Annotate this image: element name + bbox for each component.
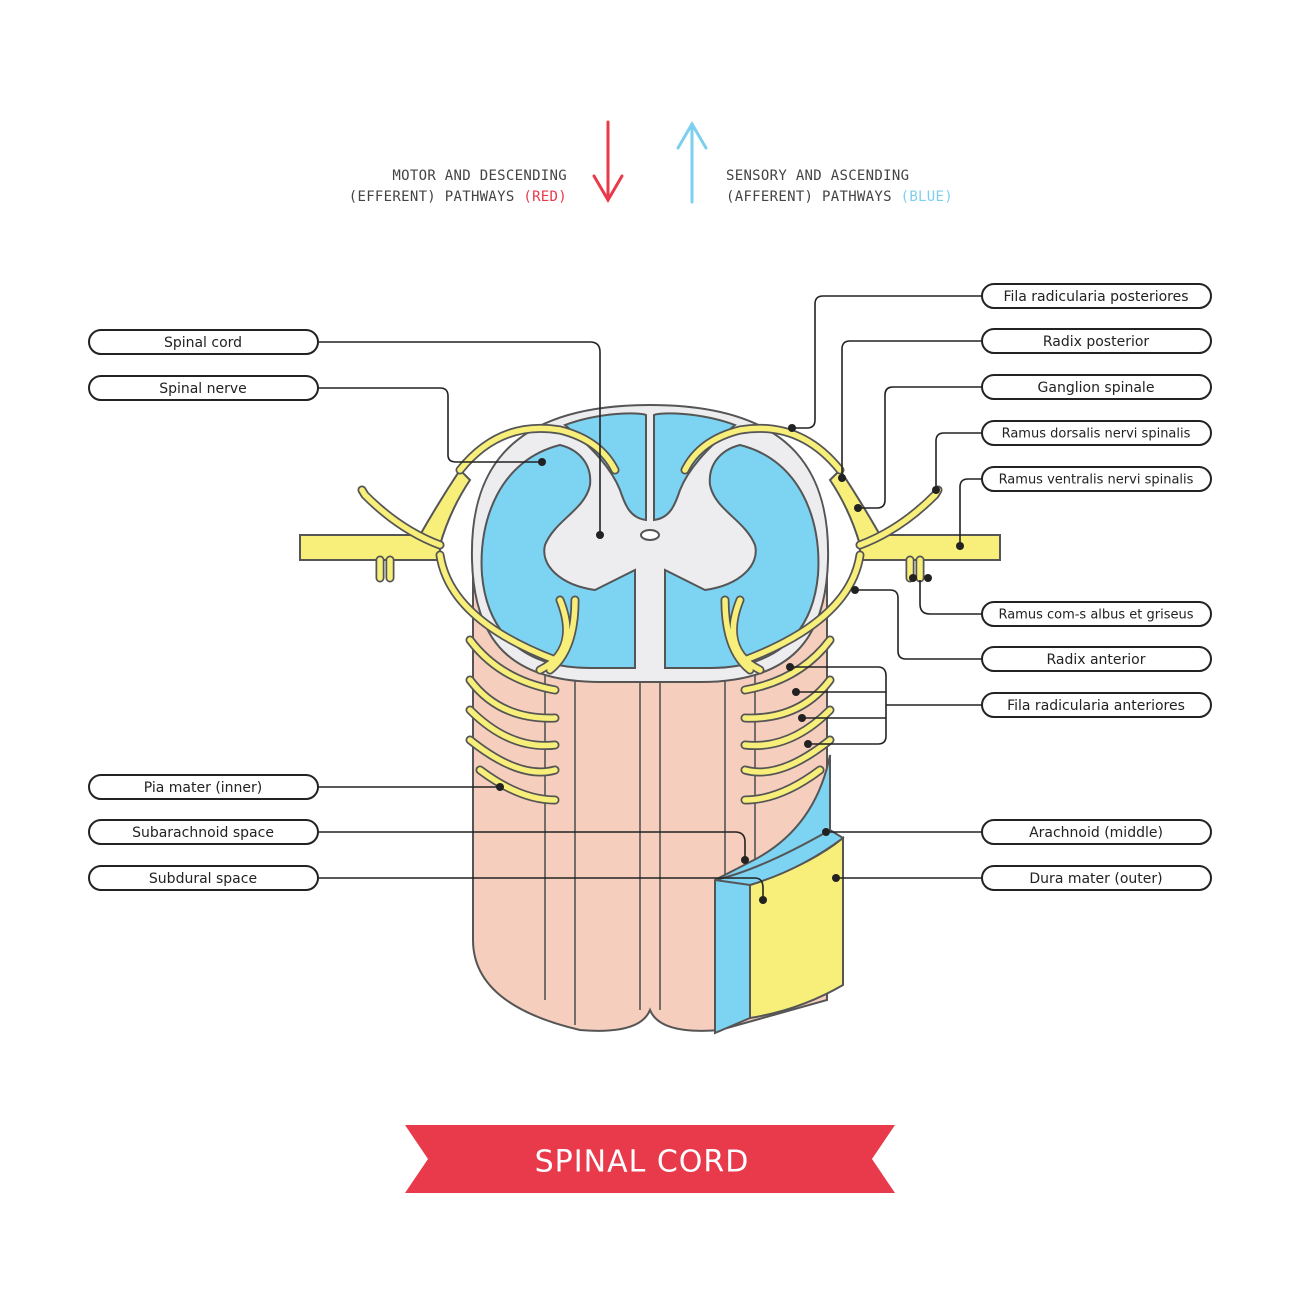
white-matter-right xyxy=(664,443,820,669)
motor-legend-line1: MOTOR AND DESCENDING xyxy=(392,168,567,184)
svg-text:Radix posterior: Radix posterior xyxy=(1043,334,1150,350)
label-radix-anterior: Radix anterior xyxy=(981,646,1212,672)
leader-lines xyxy=(318,295,982,904)
label-spinal-cord: Spinal cord xyxy=(88,329,319,355)
label-radix-posterior: Radix posterior xyxy=(981,328,1212,354)
spinal-nerves xyxy=(299,428,1001,805)
label-dura-mater: Dura mater (outer) xyxy=(981,865,1212,891)
label-ramus-communicans: Ramus com-s albus et griseus xyxy=(981,601,1212,627)
legend: MOTOR AND DESCENDING (EFFERENT) PATHWAYS… xyxy=(349,120,953,205)
motor-legend-line2: (EFFERENT) PATHWAYS (RED) xyxy=(349,189,567,205)
white-matter-left xyxy=(480,443,636,669)
label-subdural-space: Subdural space xyxy=(88,865,319,891)
down-arrow-icon xyxy=(592,120,624,203)
label-fila-posteriores: Fila radicularia posteriores xyxy=(981,283,1212,309)
label-fila-anteriores: Fila radicularia anteriores xyxy=(981,692,1212,718)
label-ramus-ventralis: Ramus ventralis nervi spinalis xyxy=(981,466,1212,492)
svg-text:Ramus dorsalis nervi spinalis: Ramus dorsalis nervi spinalis xyxy=(1002,427,1191,442)
up-arrow-icon xyxy=(676,121,708,204)
dura-edge xyxy=(714,828,845,887)
label-subarachnoid-space: Subarachnoid space xyxy=(88,819,319,845)
title-banner: SPINAL CORD xyxy=(405,1125,895,1193)
svg-text:Dura mater (outer): Dura mater (outer) xyxy=(1029,871,1162,887)
svg-text:Subarachnoid space: Subarachnoid space xyxy=(132,825,274,841)
label-ganglion-spinale: Ganglion spinale xyxy=(981,374,1212,400)
sensory-legend-line1: SENSORY AND ASCENDING xyxy=(726,168,909,184)
svg-text:Subdural space: Subdural space xyxy=(149,871,257,887)
sensory-legend-line2: (AFFERENT) PATHWAYS (BLUE) xyxy=(726,189,953,205)
banner-title: SPINAL CORD xyxy=(535,1145,750,1180)
svg-text:Fila radicularia anteriores: Fila radicularia anteriores xyxy=(1007,698,1185,714)
label-spinal-nerve: Spinal nerve xyxy=(88,375,319,401)
svg-text:Spinal cord: Spinal cord xyxy=(164,335,242,351)
label-pia-mater: Pia mater (inner) xyxy=(88,774,319,800)
cross-section xyxy=(470,403,830,683)
svg-text:Pia mater (inner): Pia mater (inner) xyxy=(144,780,263,796)
svg-text:Arachnoid (middle): Arachnoid (middle) xyxy=(1029,825,1163,841)
svg-text:Ganglion spinale: Ganglion spinale xyxy=(1038,380,1155,396)
svg-text:Radix anterior: Radix anterior xyxy=(1046,652,1145,668)
label-arachnoid: Arachnoid (middle) xyxy=(981,819,1212,845)
svg-text:Ramus com-s albus et griseus: Ramus com-s albus et griseus xyxy=(998,608,1193,623)
svg-text:Fila radicularia posteriores: Fila radicularia posteriores xyxy=(1003,289,1188,305)
central-canal xyxy=(640,529,660,541)
label-ramus-dorsalis: Ramus dorsalis nervi spinalis xyxy=(981,420,1212,446)
svg-text:Spinal nerve: Spinal nerve xyxy=(159,381,247,397)
red-label: (RED) xyxy=(523,189,567,205)
svg-text:Ramus ventralis nervi spinalis: Ramus ventralis nervi spinalis xyxy=(999,473,1194,488)
blue-label: (BLUE) xyxy=(901,189,953,205)
